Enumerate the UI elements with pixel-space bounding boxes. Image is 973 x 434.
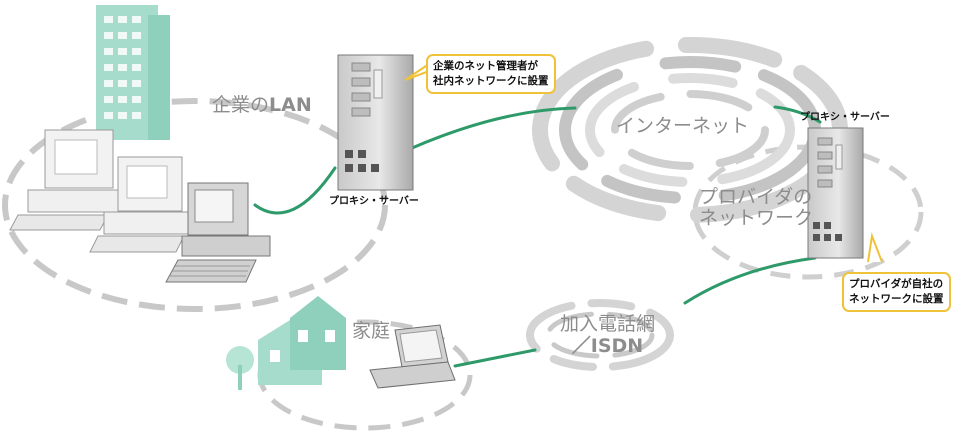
office-building [96, 5, 170, 140]
callout-admin: 企業のネット管理者が 社内ネットワークに設置 [426, 54, 556, 94]
proxy-server-right-label: プロキシ・サーバー [800, 112, 890, 123]
callout-pointer-provider [867, 232, 883, 263]
laptop [369, 324, 456, 389]
phone-network-cloud [526, 299, 674, 371]
link-proxy-internet [410, 106, 577, 150]
phone-network-label: 加入電話網 ／ISDN [560, 313, 656, 357]
internet-label: インターネット [616, 115, 750, 137]
link-internet-provider [773, 105, 822, 124]
link-lan-proxy [253, 166, 337, 215]
proxy-server-left-label: プロキシ・サーバー [329, 196, 419, 207]
proxy-server-left [337, 54, 414, 191]
connection-lines [253, 105, 822, 368]
home-label: 家庭 [352, 320, 391, 342]
desktop-computer-middle [89, 156, 193, 253]
lan-zone [2, 98, 388, 312]
link-phone-laptop [453, 348, 537, 368]
house [226, 296, 346, 390]
desktop-computer-left [9, 129, 124, 231]
link-provider-phone [683, 256, 817, 305]
callout-pointer-admin [404, 61, 433, 81]
proxy-server-right [807, 127, 864, 259]
lan-label: 企業のLAN [212, 94, 312, 116]
provider-network-label: プロバイダの ネットワーク [699, 186, 814, 229]
desktop-computer-front [165, 182, 271, 283]
callout-provider: プロバイダが自社の ネットワークに設置 [842, 272, 951, 312]
